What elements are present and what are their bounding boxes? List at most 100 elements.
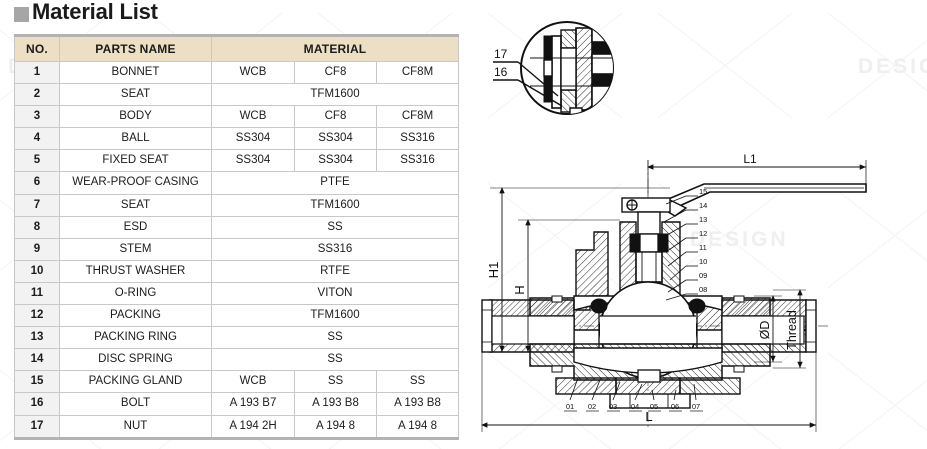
cell-no: 17 (14, 414, 60, 440)
cell-no: 14 (14, 348, 60, 372)
cell-no: 10 (14, 259, 60, 283)
cell-no: 3 (14, 105, 60, 129)
cell-material: SS (294, 370, 377, 394)
stem-callout-08: 08 (699, 285, 707, 294)
cell-material: VITON (211, 281, 459, 306)
body-callout-01: 01 (566, 402, 574, 411)
cell-parts-name: PACKING (59, 304, 212, 328)
column-header-no: NO. (14, 34, 60, 62)
cell-no: 1 (14, 60, 60, 85)
column-header-material: MATERIAL (211, 34, 459, 62)
detail-callout-16: 16 (494, 65, 508, 79)
cell-material: SS304 (294, 127, 377, 151)
cell-parts-name: STEM (59, 237, 212, 261)
cell-material: CF8 (294, 105, 377, 129)
dimension-H (518, 219, 620, 353)
cell-material: SS (376, 370, 459, 394)
cell-material: A 194 8 (294, 414, 377, 440)
cell-no: 7 (14, 193, 60, 217)
stem-callout-15: 15 (699, 187, 707, 196)
stem-callout-14: 14 (699, 201, 707, 210)
dimension-label-OD: ØD (758, 321, 772, 340)
stem-callout-13: 13 (699, 215, 707, 224)
dimension-label-L1: L1 (743, 152, 757, 166)
cell-material: A 193 B7 (211, 392, 295, 416)
table-header-row: NO. PARTS NAME MATERIAL (14, 34, 459, 62)
cell-material: SS (211, 348, 459, 372)
stem-callout-11: 11 (699, 243, 707, 252)
cell-material: WCB (211, 105, 295, 129)
cell-material: A 194 8 (376, 414, 459, 440)
body-callout-06: 06 (671, 402, 679, 411)
cell-parts-name: DISC SPRING (59, 348, 212, 372)
cell-material: SS316 (376, 149, 459, 173)
cell-parts-name: BOLT (59, 392, 212, 416)
cell-parts-name: FIXED SEAT (59, 149, 212, 173)
dimension-label-Thread: Thread (785, 310, 799, 350)
cell-parts-name: WEAR-PROOF CASING (59, 171, 212, 195)
cell-no: 5 (14, 149, 60, 173)
cell-no: 12 (14, 304, 60, 328)
cell-no: 4 (14, 127, 60, 151)
cell-material: CF8 (294, 60, 377, 85)
cell-no: 2 (14, 83, 60, 107)
body-callout-04: 04 (631, 402, 639, 411)
dimension-label-L: L (645, 409, 652, 424)
cell-material: PTFE (211, 171, 459, 195)
stem-callout-10: 10 (699, 257, 707, 266)
cell-material: SS304 (211, 127, 295, 151)
detail-callout-17: 17 (494, 47, 508, 61)
cell-no: 15 (14, 370, 60, 394)
detail-view-circle (493, 21, 614, 115)
valve-body-lower (529, 343, 771, 381)
table-header: NO. PARTS NAME MATERIAL (14, 34, 459, 62)
cell-parts-name: NUT (59, 414, 212, 440)
cell-parts-name: ESD (59, 215, 212, 239)
cell-material: RTFE (211, 259, 459, 283)
body-callout-02: 02 (588, 402, 596, 411)
cell-no: 9 (14, 237, 60, 261)
cell-material: WCB (211, 370, 295, 394)
cell-material: SS304 (211, 149, 295, 173)
bottom-plate (555, 369, 741, 409)
dimension-label-H: H (512, 285, 527, 294)
cell-material: TFM1600 (211, 83, 459, 107)
cell-no: 8 (14, 215, 60, 239)
square-bullet-icon (14, 6, 29, 22)
cell-parts-name: BALL (59, 127, 212, 151)
cell-material: A 194 2H (211, 414, 295, 440)
body-callout-03: 03 (609, 402, 617, 411)
valve-handle (656, 183, 867, 217)
cell-material: SS (211, 215, 459, 239)
cell-material: SS304 (294, 149, 377, 173)
dimension-label-H1: H1 (486, 262, 501, 279)
cell-material: CF8M (376, 60, 459, 85)
cell-material: SS316 (211, 237, 459, 261)
dimension-L1 (647, 160, 867, 196)
cell-parts-name: SEAT (59, 193, 212, 217)
cell-parts-name: BODY (59, 105, 212, 129)
cell-material: SS316 (376, 127, 459, 151)
cell-parts-name: O-RING (59, 281, 212, 306)
cell-parts-name: SEAT (59, 83, 212, 107)
body-callout-05: 05 (650, 402, 658, 411)
dimension-L (481, 352, 817, 432)
page-title-text: Material List (32, 0, 158, 24)
dimension-Thread (773, 289, 806, 369)
cell-no: 11 (14, 281, 60, 306)
cell-material: SS (211, 326, 459, 350)
cell-no: 6 (14, 171, 60, 195)
